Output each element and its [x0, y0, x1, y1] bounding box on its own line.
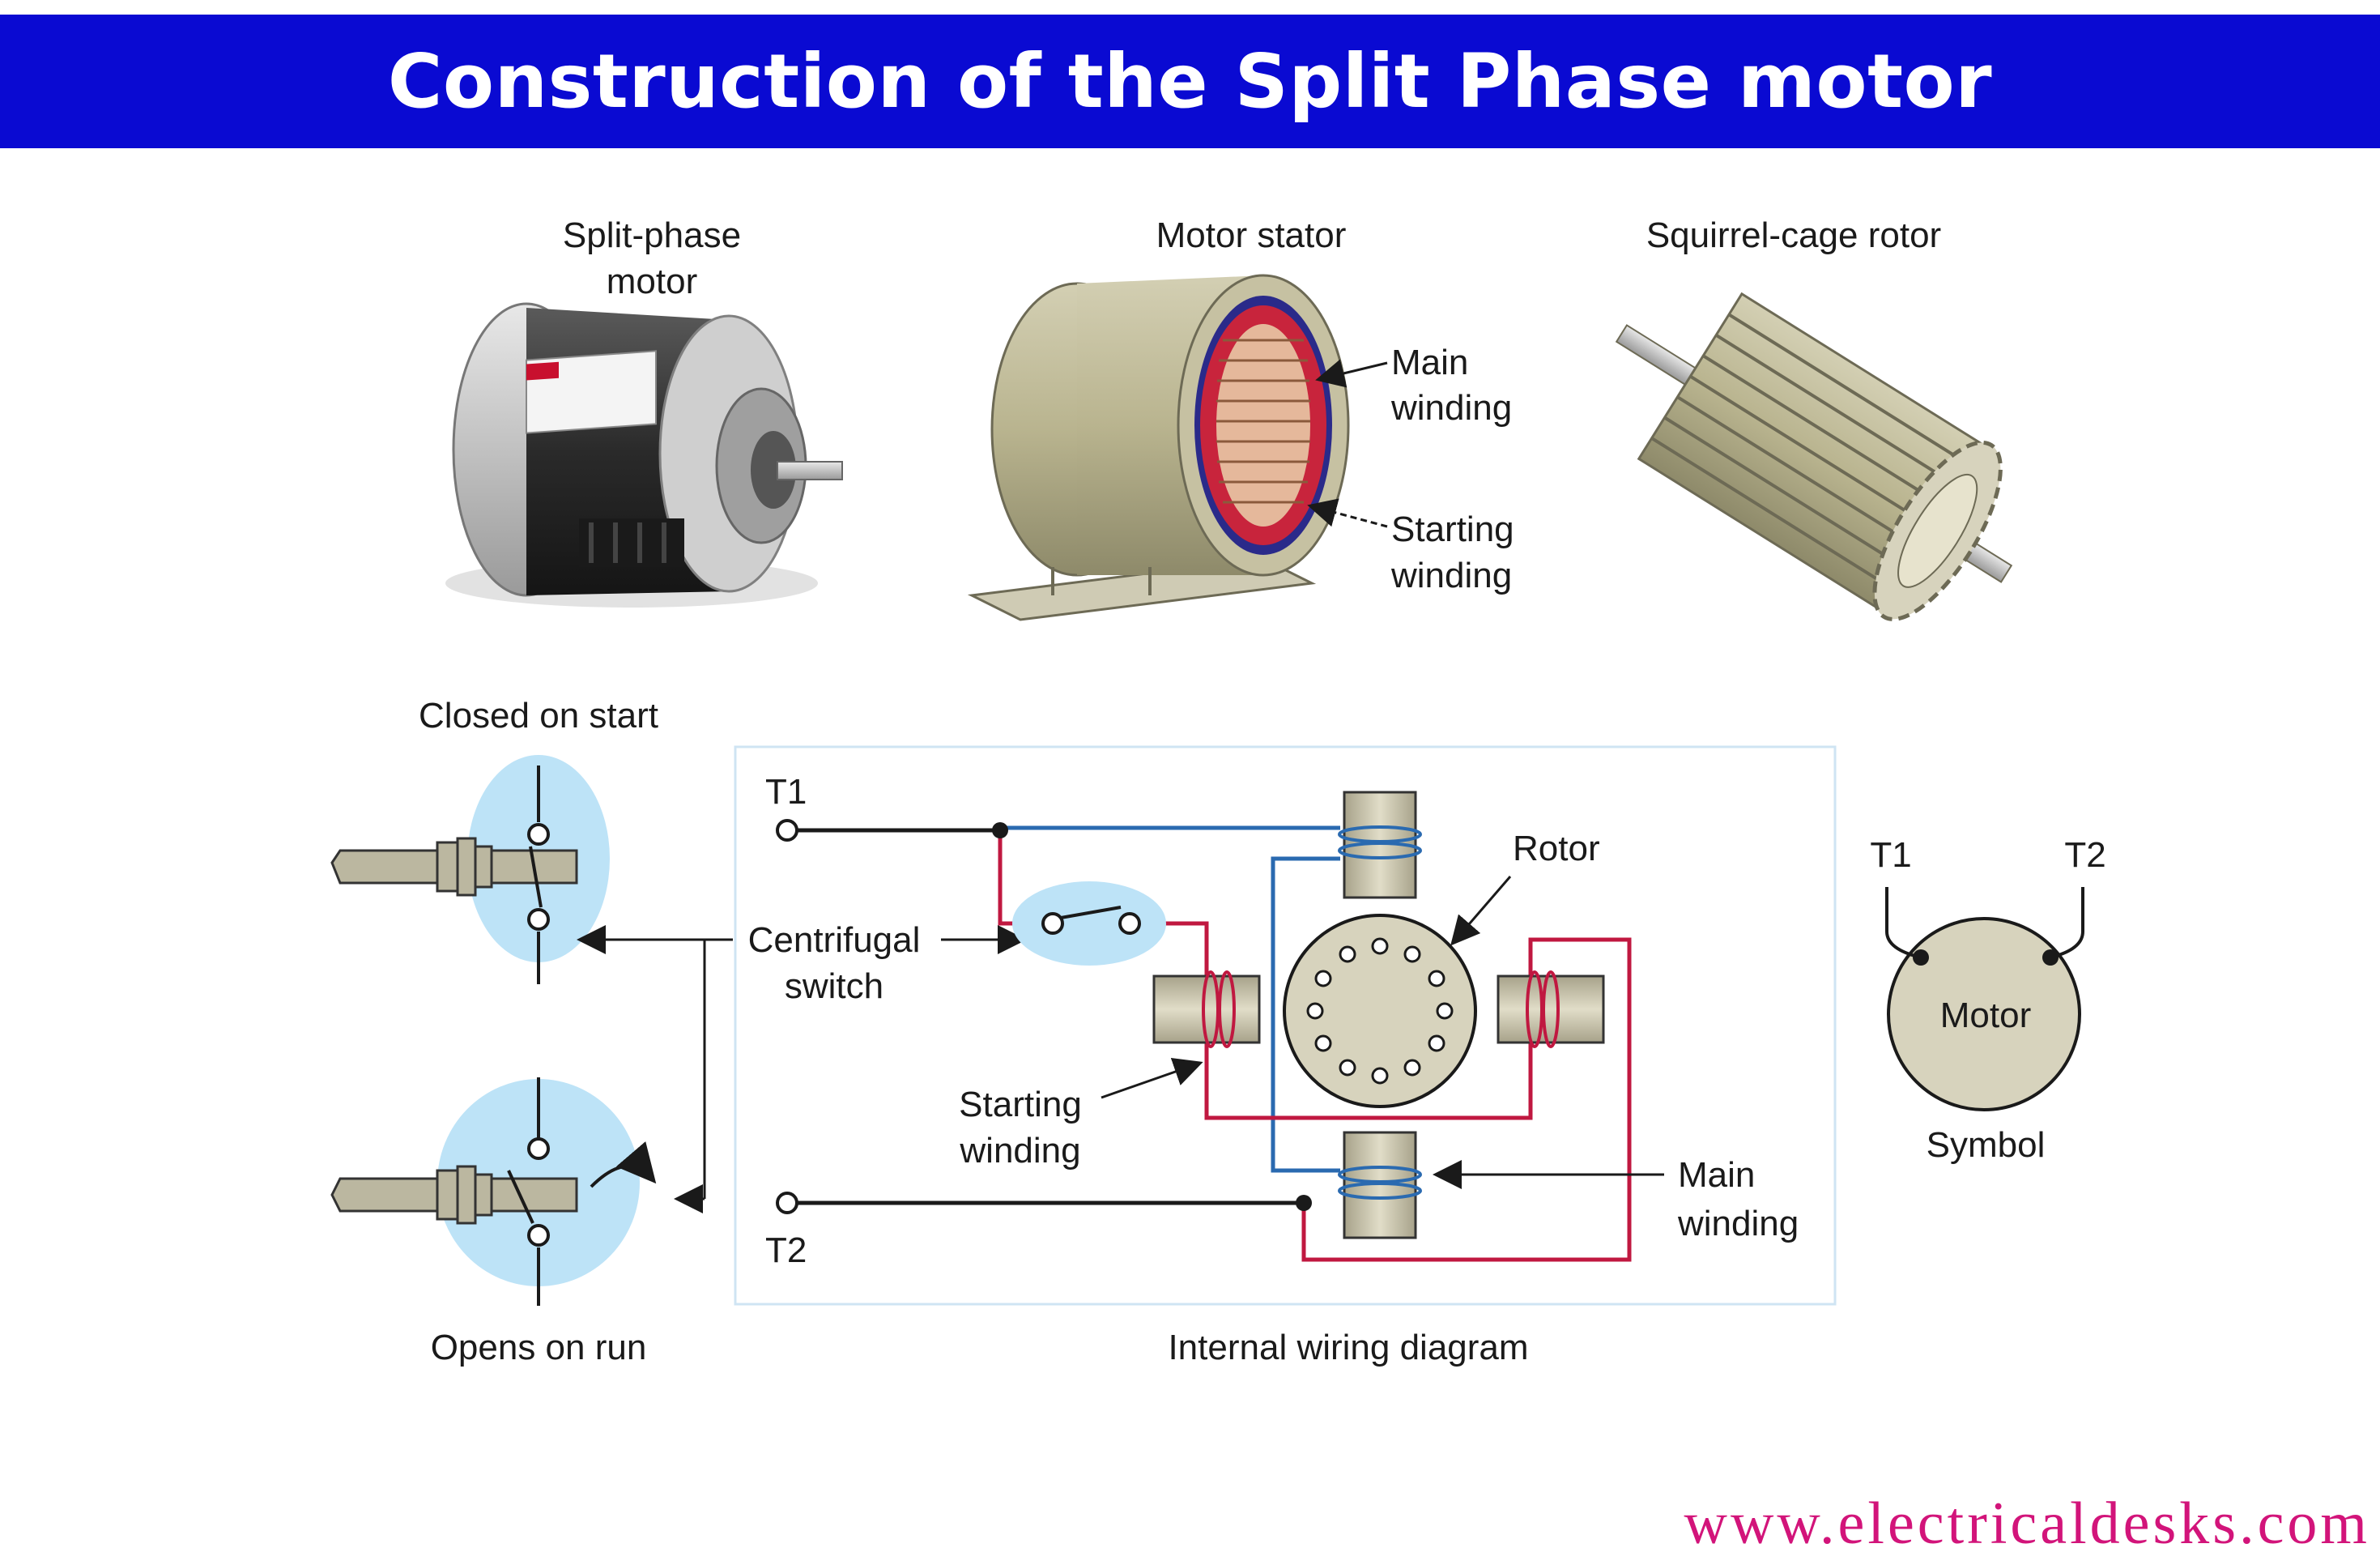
- motor-symbol: [1885, 887, 2084, 1111]
- stator-starting-winding-1: Starting: [1391, 510, 1514, 549]
- wiring-t2-label: T2: [765, 1230, 807, 1270]
- wiring-diagram-frame: [734, 745, 1837, 1306]
- t2-junction: [1296, 1195, 1312, 1211]
- page-title: Construction of the Split Phase motor: [387, 38, 1993, 125]
- wiring-rotor-label: Rotor: [1513, 829, 1600, 868]
- stator-starting-winding-2: winding: [1390, 556, 1512, 595]
- motor-stator-illustration: [967, 274, 1388, 621]
- switch-closed-detail: [330, 755, 610, 984]
- closed-on-start-label: Closed on start: [419, 696, 658, 736]
- centrifugal-switch-symbol: [1012, 881, 1166, 966]
- t1-terminal: [776, 819, 798, 842]
- symbol-caption: Symbol: [1927, 1125, 2046, 1165]
- stator-main-winding-1: Main: [1391, 343, 1468, 382]
- symbol-motor-label: Motor: [1940, 996, 2031, 1035]
- switch-callout-arrows: [577, 925, 1027, 1213]
- stator-title: Motor stator: [1156, 215, 1347, 255]
- wiring-callout-arrows: [1101, 876, 1664, 1189]
- motor-photo-label-2: motor: [607, 262, 697, 301]
- rotor-photo-title: Squirrel-cage rotor: [1646, 215, 1941, 255]
- split-phase-motor-photo: [445, 302, 843, 608]
- squirrel-cage-rotor-illustration: [1615, 292, 2013, 621]
- symbol-t2-label: T2: [2064, 835, 2105, 875]
- wiring-main-winding-1: Main: [1678, 1155, 1755, 1195]
- wiring-t1-label: T1: [765, 772, 807, 812]
- symbol-t1-junction: [1913, 949, 1929, 966]
- switch-open-detail: [330, 1077, 657, 1306]
- centrifugal-switch-label-2: switch: [785, 966, 883, 1006]
- rotor-symbol: [1283, 914, 1477, 1108]
- wiring-diagram-caption: Internal wiring diagram: [1168, 1328, 1528, 1367]
- motor-photo-label-1: Split-phase: [563, 215, 741, 255]
- wiring-starting-winding-2: winding: [959, 1131, 1080, 1171]
- wiring-starting-winding-1: Starting: [959, 1085, 1082, 1124]
- centrifugal-switch-label-1: Centrifugal: [748, 920, 921, 960]
- website-watermark: www.electricaldesks.com: [1684, 1490, 2370, 1557]
- t1-junction: [992, 822, 1008, 838]
- pole-coils: [1202, 825, 1560, 1200]
- stator-main-winding-2: winding: [1390, 388, 1512, 428]
- opens-on-run-label: Opens on run: [431, 1328, 647, 1367]
- t2-terminal: [776, 1192, 798, 1214]
- title-banner: Construction of the Split Phase motor: [0, 15, 2380, 148]
- wiring-main-winding-2: winding: [1677, 1204, 1799, 1243]
- symbol-t2-junction: [2042, 949, 2059, 966]
- symbol-t1-label: T1: [1870, 835, 1911, 875]
